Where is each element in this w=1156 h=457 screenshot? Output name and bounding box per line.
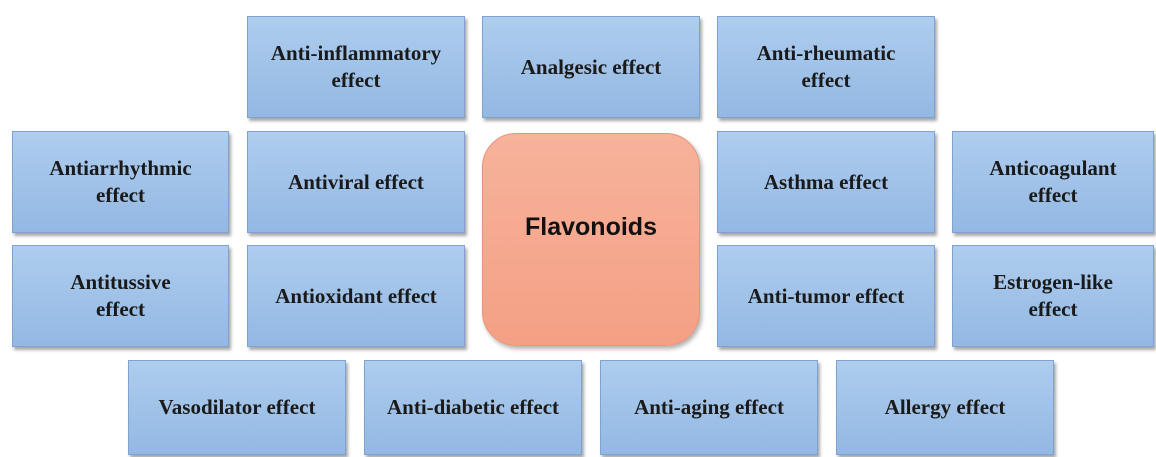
anticoagulant-effect-box: Anticoagulant effect — [952, 131, 1154, 233]
anti-aging-effect-box: Anti-aging effect — [600, 360, 818, 455]
vasodilator-effect-box: Vasodilator effect — [128, 360, 346, 455]
flavonoids-label: Flavonoids — [525, 213, 657, 241]
estrogen-like-effect-box: Estrogen-like effect — [952, 245, 1154, 347]
antitussive-effect-box: Antitussive effect — [12, 245, 229, 347]
anti-rheumatic-effect-box: Anti-rheumatic effect — [717, 16, 935, 118]
anti-inflammatory-effect-box: Anti-inflammatory effect — [247, 16, 465, 118]
analgesic-effect-box: Analgesic effect — [482, 16, 700, 118]
allergy-effect-box: Allergy effect — [836, 360, 1054, 455]
flavonoids-center-node: Flavonoids — [482, 133, 700, 346]
antioxidant-effect-box: Antioxidant effect — [247, 245, 465, 347]
antiviral-effect-box: Antiviral effect — [247, 131, 465, 233]
antiarrhythmic-effect-box: Antiarrhythmic effect — [12, 131, 229, 233]
asthma-effect-box: Asthma effect — [717, 131, 935, 233]
anti-diabetic-effect-box: Anti-diabetic effect — [364, 360, 582, 455]
anti-tumor-effect-box: Anti-tumor effect — [717, 245, 935, 347]
